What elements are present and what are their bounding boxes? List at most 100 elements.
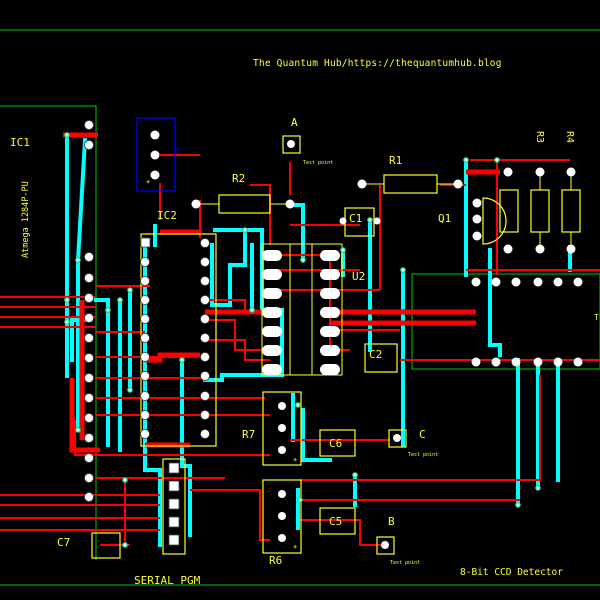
pad (84, 433, 94, 443)
ic1-outline (0, 105, 97, 560)
power-trace (145, 352, 200, 363)
polarity-mark: + (293, 456, 297, 464)
pad (511, 277, 521, 287)
ic2-label: IC2 (157, 209, 177, 222)
pad (140, 391, 150, 401)
pad (278, 490, 286, 498)
via (64, 297, 70, 303)
pad (140, 429, 150, 439)
oval-pad (262, 288, 282, 299)
r-array-body (499, 189, 519, 233)
pad (140, 276, 150, 286)
pad (553, 277, 563, 287)
pad (535, 244, 545, 254)
connector-outline (136, 117, 176, 192)
test-point-a-text: Test point (303, 160, 333, 166)
via (75, 257, 81, 263)
r6-body (262, 479, 302, 554)
via (64, 132, 70, 138)
pad (491, 357, 501, 367)
test-point-c-text: Test point (408, 452, 438, 458)
pad (503, 167, 513, 177)
trace (74, 420, 270, 456)
c5-body (319, 507, 356, 535)
test-point-c (388, 429, 407, 448)
pad (373, 217, 381, 225)
square-pad (168, 516, 180, 528)
trace (300, 375, 541, 481)
via (179, 357, 185, 363)
oval-pad (320, 250, 340, 261)
via (122, 542, 128, 548)
ic1-part-label: Atmega 1284P-PU (21, 181, 31, 258)
pad (150, 130, 160, 140)
square-pad (168, 534, 180, 546)
pad (84, 453, 94, 463)
pad (287, 140, 295, 148)
test-point-b-label: B (388, 515, 395, 528)
pad (84, 293, 94, 303)
pad (533, 277, 543, 287)
pad (140, 333, 150, 343)
pad (140, 257, 150, 267)
pad (573, 357, 583, 367)
pad (200, 276, 210, 286)
pad (278, 512, 286, 520)
via (249, 307, 255, 313)
pad (200, 238, 210, 248)
r3-body (530, 189, 550, 233)
pad (566, 167, 576, 177)
via (352, 472, 358, 478)
pad (84, 273, 94, 283)
test-point-b (376, 536, 395, 555)
polarity-mark: + (293, 543, 297, 551)
oval-pad (262, 345, 282, 356)
ic2-pins (140, 237, 210, 439)
pad (84, 393, 94, 403)
r7-body (262, 391, 302, 466)
pad (200, 371, 210, 381)
pad (511, 357, 521, 367)
trace (205, 319, 270, 351)
pad (84, 313, 94, 323)
ccd-mark: T (594, 313, 599, 322)
polarity-mark: + (146, 178, 150, 186)
pad (535, 167, 545, 177)
pad (471, 357, 481, 367)
pad (381, 541, 389, 549)
c1-label: C1 (349, 212, 362, 225)
pad (200, 314, 210, 324)
c7-label: C7 (57, 536, 70, 549)
pad (84, 120, 94, 130)
via (297, 497, 303, 503)
board-title: The Quantum Hub/https://thequantumhub.bl… (253, 58, 502, 69)
trace (180, 358, 192, 537)
pad (150, 150, 160, 160)
q1-label: Q1 (438, 212, 451, 225)
oval-pad (262, 307, 282, 318)
serial-header-pins (168, 462, 180, 546)
pad (471, 277, 481, 287)
square-pad (168, 462, 180, 474)
ccd-pins (471, 277, 583, 367)
via (122, 477, 128, 483)
pad (84, 252, 94, 262)
project-name: 8-Bit CCD Detector (460, 567, 563, 578)
pad (84, 473, 94, 483)
oval-pad (320, 269, 340, 280)
pad (84, 333, 94, 343)
pad (472, 214, 482, 224)
via (242, 227, 248, 233)
trace (210, 228, 247, 307)
via (494, 157, 500, 163)
pin1-pad (140, 237, 151, 248)
c5-label: C5 (329, 515, 342, 528)
pad (393, 434, 401, 442)
pad (140, 295, 150, 305)
square-pad (168, 480, 180, 492)
trace (190, 489, 270, 541)
pad (278, 424, 286, 432)
pad (150, 170, 160, 180)
pad (84, 492, 94, 502)
u2-pins (262, 250, 340, 375)
